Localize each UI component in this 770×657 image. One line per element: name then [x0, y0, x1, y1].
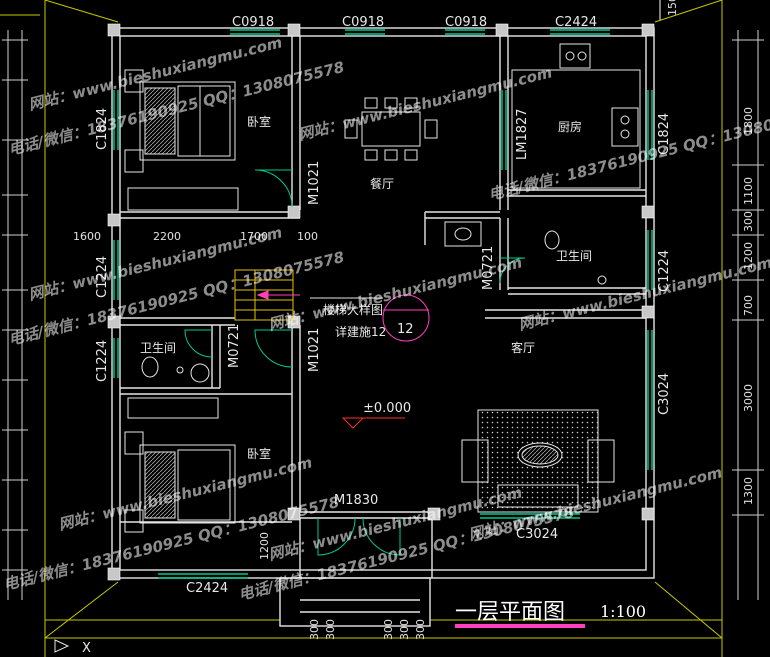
dim-bottom-4: 300 — [382, 619, 395, 640]
stair-note-2: 详建施12 — [335, 324, 386, 339]
window-left-1: C1824 — [95, 108, 110, 150]
kitchen-fittings — [511, 43, 641, 189]
elevation-label: ±0.000 — [363, 401, 411, 416]
stair-callout-number: 12 — [397, 322, 414, 337]
axis-label: X — [82, 641, 91, 656]
door-d3: M0721 — [227, 324, 242, 368]
dim-top-row-1: 1600 — [73, 230, 101, 243]
doors — [184, 169, 526, 556]
right-dimension-lines — [732, 30, 764, 600]
windows — [113, 29, 653, 579]
dim-top-row-3: 1700 — [240, 230, 268, 243]
dim-right-6: 3000 — [742, 384, 755, 412]
bed-top — [124, 69, 239, 211]
dining-table — [344, 97, 438, 161]
room-dining: 餐厅 — [370, 176, 394, 191]
room-bathroom-left: 卫生间 — [140, 341, 176, 355]
title-underline — [455, 624, 585, 628]
window-top-3: C0918 — [445, 15, 487, 30]
elevation-marker — [341, 417, 405, 429]
columns — [107, 23, 655, 581]
dim-right-5: 700 — [742, 295, 755, 316]
door-d1: M1021 — [307, 161, 322, 205]
window-top-4: C2424 — [555, 15, 597, 30]
window-right-3: C3024 — [657, 373, 672, 415]
room-bedroom-top: 卧室 — [247, 114, 271, 129]
left-dimension-lines — [2, 30, 28, 600]
window-right-2: C1224 — [657, 250, 672, 292]
window-kitchen-inner: LM1827 — [515, 108, 530, 160]
room-living: 客厅 — [511, 340, 535, 355]
dim-right-3: 300 — [742, 211, 755, 232]
dim-bottom-2: 300 — [308, 619, 321, 640]
window-bottom-right: C3024 — [516, 527, 558, 542]
window-top-2: C0918 — [342, 15, 384, 30]
walls — [111, 27, 655, 627]
drawing-title: 一层平面图 — [455, 600, 565, 625]
window-left-2: C1224 — [95, 256, 110, 298]
dim-bottom-3: 300 — [324, 619, 337, 640]
dim-bottom-1: 1200 — [258, 532, 271, 560]
drawing-scale: 1:100 — [600, 602, 646, 621]
dim-right-2: 1100 — [742, 177, 755, 205]
dim-right-4: 1200 — [742, 242, 755, 270]
axis-marker — [54, 639, 70, 653]
stair-callout-circle — [310, 294, 430, 342]
window-top-1: C0918 — [232, 15, 274, 30]
bed-bottom — [124, 397, 236, 533]
door-d2: M1021 — [307, 328, 322, 372]
window-bottom-left: C2424 — [186, 581, 228, 596]
yellow-frame — [0, 0, 723, 657]
dim-bottom-6: 300 — [414, 619, 427, 640]
dim-bottom-5: 300 — [398, 619, 411, 640]
stair-note-1: 楼梯大样图 — [323, 302, 383, 317]
door-entry: M1830 — [334, 493, 378, 508]
door-d4: M0721 — [481, 246, 496, 290]
stairs — [234, 269, 300, 321]
sofa-set — [461, 409, 615, 513]
bath-fixtures — [141, 221, 607, 383]
room-kitchen: 厨房 — [558, 119, 582, 134]
dim-top-edge: 150 — [666, 0, 679, 16]
room-bathroom-right: 卫生间 — [556, 249, 592, 263]
window-left-3: C1224 — [95, 340, 110, 382]
dim-top-row-4: 100 — [297, 230, 318, 243]
window-right-1: C1824 — [657, 113, 672, 155]
room-bedroom-bottom: 卧室 — [247, 446, 271, 461]
dim-top-row-2: 2200 — [153, 230, 181, 243]
dim-right-7: 1300 — [742, 477, 755, 505]
dim-right-1: 1800 — [742, 107, 755, 135]
